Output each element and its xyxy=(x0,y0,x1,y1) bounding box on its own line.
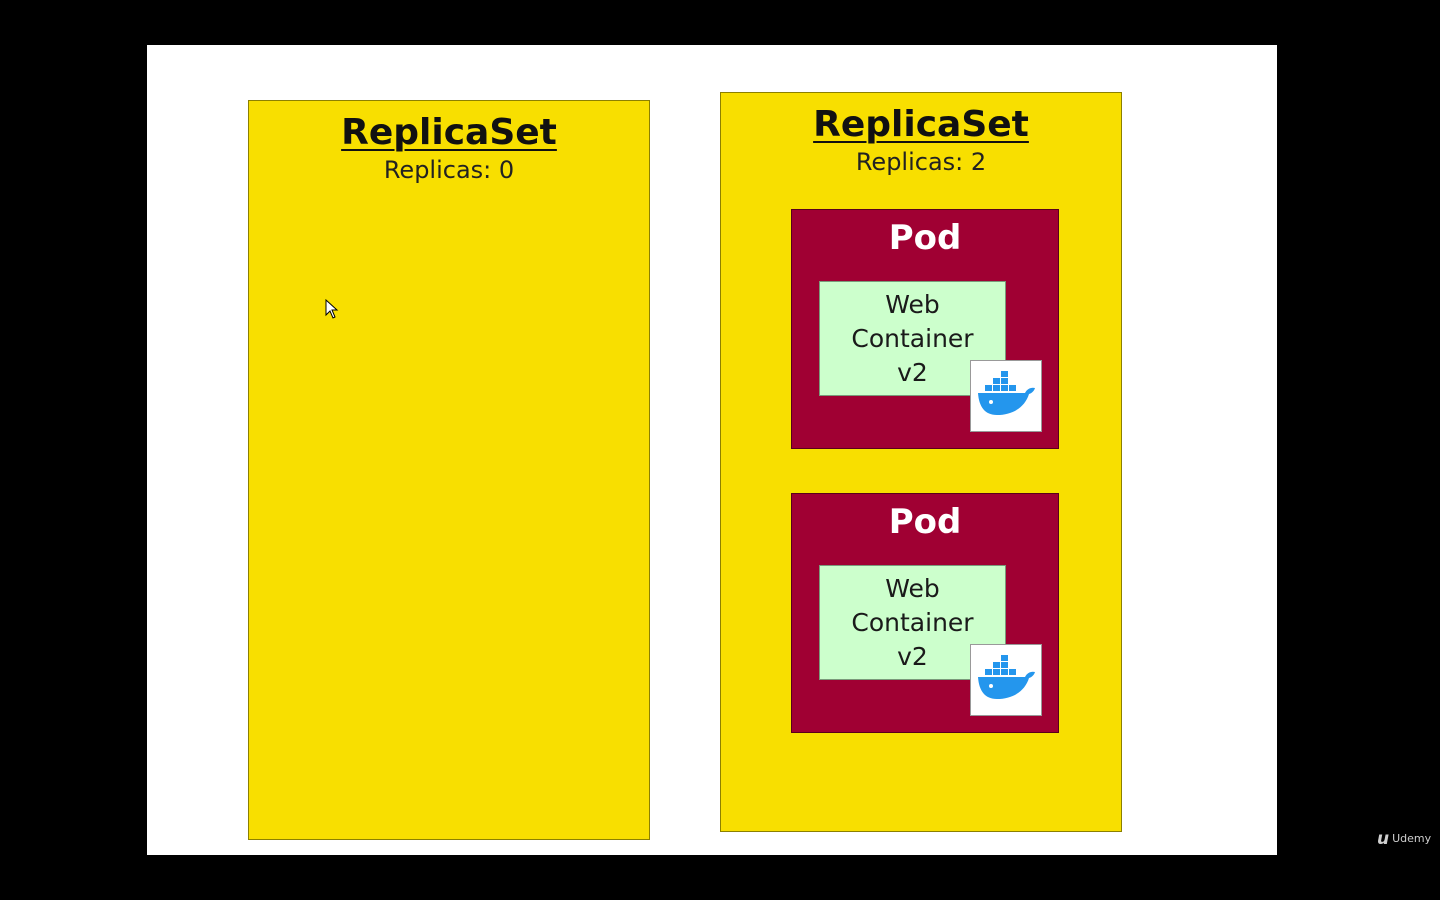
docker-whale-icon xyxy=(970,360,1042,432)
pod-title: Pod xyxy=(888,502,962,542)
watermark-text: Udemy xyxy=(1392,832,1432,845)
pod: Pod Web Container v2 xyxy=(791,493,1059,733)
replicaset-title: ReplicaSet xyxy=(341,112,557,153)
udemy-logo-icon: u xyxy=(1377,829,1390,849)
replicas-count: Replicas: 2 xyxy=(855,148,987,176)
pod: Pod Web Container v2 xyxy=(791,209,1059,449)
web-container: Web Container v2 xyxy=(819,281,1006,396)
container-label-line: Web xyxy=(885,574,940,603)
container-label-line: v2 xyxy=(897,642,928,671)
container-label-line: Web xyxy=(885,290,940,319)
pod-title: Pod xyxy=(888,218,962,258)
container-label-line: v2 xyxy=(897,358,928,387)
container-label-line: Container xyxy=(851,608,974,637)
mouse-cursor-icon xyxy=(325,298,339,323)
docker-whale-icon xyxy=(970,644,1042,716)
replicaset-left: ReplicaSet Replicas: 0 xyxy=(248,100,650,840)
container-label-line: Container xyxy=(851,324,974,353)
replicaset-right: ReplicaSet Replicas: 2 Pod Web Container… xyxy=(720,92,1122,832)
replicas-count: Replicas: 0 xyxy=(383,156,515,184)
slide: ReplicaSet Replicas: 0 ReplicaSet Replic… xyxy=(147,45,1277,855)
replicaset-title: ReplicaSet xyxy=(813,104,1029,145)
